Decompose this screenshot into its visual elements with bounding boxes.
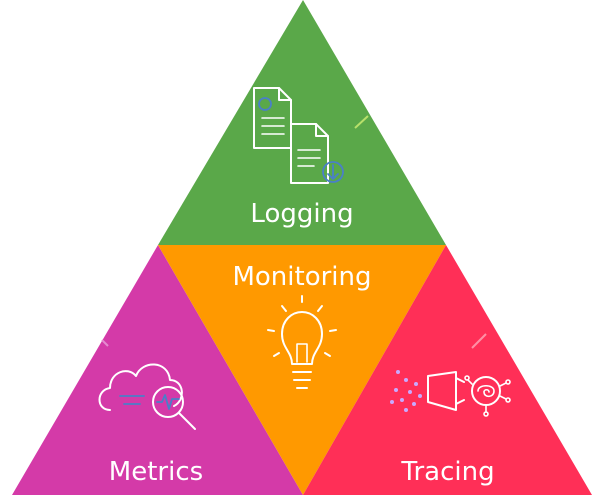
tracing-tick-mark [471, 333, 487, 349]
monitoring-label: Monitoring [232, 262, 371, 292]
logging-section: Logging [158, 0, 446, 245]
cloud-magnifier-icon [98, 363, 196, 430]
tracing-triangle [303, 245, 592, 495]
metrics-tick-mark [101, 339, 109, 347]
trace-fingerprint-icon [390, 370, 511, 417]
logging-triangle [158, 0, 446, 245]
metrics-label: Metrics [109, 457, 203, 487]
tracing-label: Tracing [400, 457, 494, 487]
metrics-section: Metrics [12, 245, 303, 495]
monitoring-section: Monitoring [158, 245, 446, 495]
monitoring-triangle [158, 245, 446, 495]
tracing-section: Tracing [303, 245, 592, 495]
logging-label: Logging [250, 199, 353, 229]
logging-tick-mark [354, 115, 369, 129]
documents-download-icon [253, 87, 344, 184]
lightbulb-icon [267, 295, 337, 389]
metrics-triangle [12, 245, 303, 495]
